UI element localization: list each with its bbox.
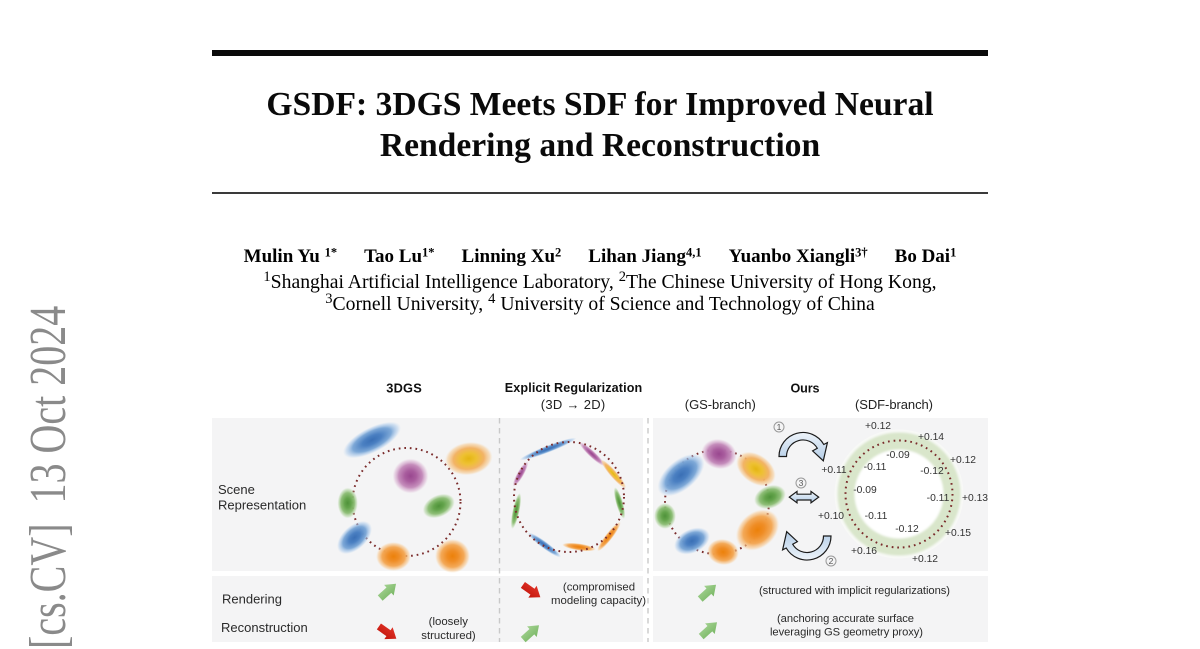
- svg-text:(SDF-branch): (SDF-branch): [855, 397, 933, 412]
- svg-text:3: 3: [799, 478, 804, 488]
- svg-text:+0.16: +0.16: [851, 546, 877, 557]
- svg-text:+0.12: +0.12: [912, 554, 938, 565]
- svg-text:+0.13: +0.13: [962, 493, 988, 504]
- svg-text:-0.11: -0.11: [865, 511, 888, 522]
- svg-text:3DGS: 3DGS: [386, 380, 422, 395]
- svg-text:-0.12: -0.12: [920, 466, 944, 477]
- svg-text:(3D → 2D): (3D → 2D): [541, 397, 606, 412]
- svg-text:Scene: Scene: [218, 482, 255, 497]
- svg-text:leveraging GS geometry proxy): leveraging GS geometry proxy): [770, 627, 923, 639]
- svg-text:-0.09: -0.09: [853, 485, 877, 496]
- svg-text:modeling capacity): modeling capacity): [551, 595, 646, 607]
- svg-text:-0.09: -0.09: [886, 450, 910, 461]
- svg-text:(loosely: (loosely: [429, 616, 469, 628]
- svg-text:(structured with implicit regu: (structured with implicit regularization…: [759, 585, 950, 597]
- svg-text:+0.10: +0.10: [818, 511, 844, 522]
- svg-text:1: 1: [777, 422, 782, 432]
- svg-text:2: 2: [829, 556, 834, 566]
- svg-text:(anchoring accurate surface: (anchoring accurate surface: [777, 613, 914, 625]
- svg-text:+0.12: +0.12: [950, 455, 976, 466]
- svg-text:+0.15: +0.15: [945, 528, 971, 539]
- svg-text:Reconstruction: Reconstruction: [221, 620, 308, 635]
- svg-text:+0.14: +0.14: [918, 432, 944, 443]
- svg-text:structured): structured): [421, 630, 476, 642]
- svg-text:-0.12: -0.12: [895, 524, 919, 535]
- svg-text:+0.12: +0.12: [865, 421, 891, 432]
- svg-text:(GS-branch): (GS-branch): [685, 397, 756, 412]
- svg-text:Ours: Ours: [791, 382, 820, 396]
- svg-text:(compromised: (compromised: [563, 582, 635, 594]
- svg-text:Explicit Regularization: Explicit Regularization: [505, 381, 642, 395]
- svg-text:Representation: Representation: [218, 498, 306, 513]
- svg-text:-0.11: -0.11: [927, 493, 950, 504]
- svg-text:-0.11: -0.11: [864, 462, 887, 473]
- svg-text:+0.11: +0.11: [821, 465, 847, 476]
- svg-text:Rendering: Rendering: [222, 592, 282, 607]
